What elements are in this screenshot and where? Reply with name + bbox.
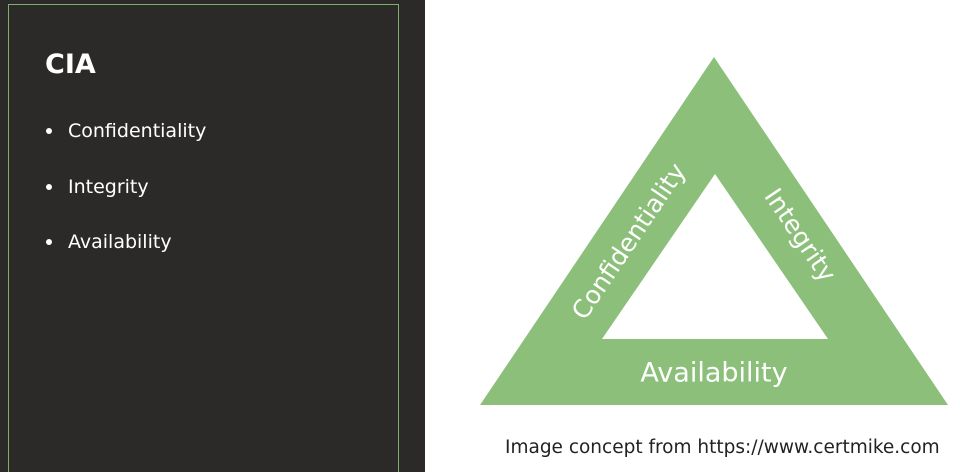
triangle-side-label-availability: Availability bbox=[640, 358, 787, 389]
list-item: Integrity bbox=[46, 174, 206, 230]
list-item-label: Integrity bbox=[68, 175, 149, 198]
bullet-icon bbox=[46, 128, 52, 134]
panel-title: CIA bbox=[45, 49, 96, 80]
list-item: Confidentiality bbox=[46, 118, 206, 174]
list-item-label: Confidentiality bbox=[68, 120, 207, 142]
text-panel: CIA Confidentiality Integrity Availabili… bbox=[0, 0, 425, 472]
bullet-icon bbox=[46, 183, 52, 190]
panel-border bbox=[8, 4, 399, 472]
cia-triangle-diagram: Confidentiality Integrity Availability bbox=[480, 57, 948, 405]
triangle-frame bbox=[480, 57, 948, 405]
bullet-icon bbox=[46, 239, 52, 245]
list-item: Availability bbox=[46, 229, 206, 285]
list-item-label: Availability bbox=[68, 231, 172, 253]
bullet-list: Confidentiality Integrity Availability bbox=[46, 118, 206, 285]
image-credit-caption: Image concept from https://www.certmike.… bbox=[505, 437, 940, 458]
